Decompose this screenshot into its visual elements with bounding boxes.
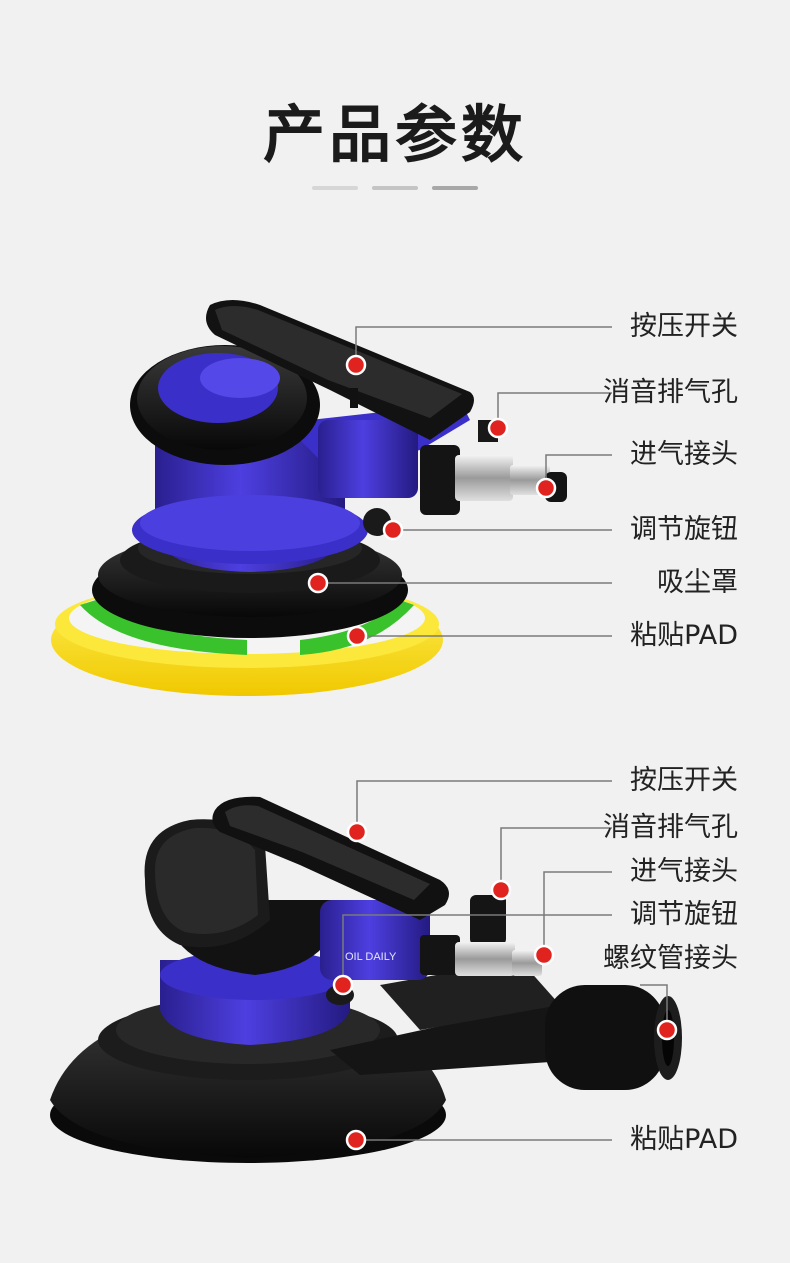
sander-two-illustration: OIL DAILY [50,796,682,1163]
label-press-switch-one: 按压开关 [630,311,738,342]
leader-lines-two [342,780,668,1141]
page-title: 产品参数 [262,98,527,171]
marker-inlet-one [535,477,557,499]
marker-inlet-two [533,944,555,966]
label-air-inlet-two: 进气接头 [630,856,738,887]
marker-press-switch-one [345,354,367,376]
brand-mark: OIL DAILY [345,951,397,963]
marker-exhaust-two [490,879,512,901]
marker-knob-two [332,974,354,996]
label-press-switch-two: 按压开关 [630,765,738,796]
marker-press-switch-two [346,821,368,843]
marker-pad-two [345,1129,367,1151]
grip-dome [144,819,270,948]
label-muffler-exhaust-one: 消音排气孔 [603,377,738,408]
markers-two [332,821,678,1151]
exhaust-block-two [470,895,506,945]
title-divider-dash-2 [372,186,418,190]
title-divider-dash-1 [312,186,358,190]
label-adjust-knob-two: 调节旋钮 [630,899,738,930]
label-air-inlet-one: 进气接头 [630,439,738,470]
label-dust-shroud-one: 吸尘罩 [657,567,738,598]
title-divider-dash-3 [432,186,478,190]
marker-thread-hose-two [656,1019,678,1041]
marker-knob-one [382,519,404,541]
label-muffler-exhaust-two: 消音排气孔 [603,812,738,843]
label-adjust-knob-one: 调节旋钮 [630,514,738,545]
top-housing-black [130,345,320,465]
leader-lines-one [318,326,612,637]
press-lever [206,300,474,440]
marker-pad-one [346,625,368,647]
label-sticky-pad-one: 粘贴PAD [630,620,738,651]
label-sticky-pad-two: 粘贴PAD [630,1124,738,1155]
marker-exhaust-one [487,417,509,439]
marker-shroud-one [307,572,329,594]
label-thread-hose-connector-two: 螺纹管接头 [603,943,738,974]
hose-arm [330,960,682,1090]
exhaust-block [420,445,460,515]
markers-one [307,354,557,647]
press-lever-two [212,796,449,920]
